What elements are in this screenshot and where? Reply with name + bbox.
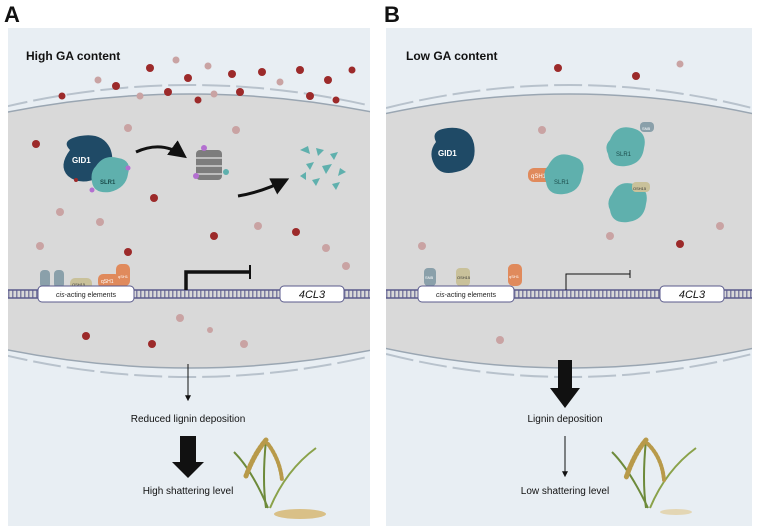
slr1-fragments xyxy=(300,146,346,190)
degradation-arrow-1 xyxy=(135,140,187,159)
outcome-lignin: Lignin deposition xyxy=(527,414,602,425)
cell-body xyxy=(386,93,752,369)
osh15-label: OSH15 xyxy=(633,186,647,191)
strong-transcription-arrow xyxy=(184,270,250,290)
thick-arrow-to-lignin xyxy=(550,360,580,408)
cell-wall-bottom xyxy=(8,354,370,378)
tf-label-osh15: OSH15 xyxy=(72,282,86,287)
rice-plant-icon xyxy=(233,437,326,519)
cell-wall-top xyxy=(8,84,370,108)
promoter-label: cis-acting elements xyxy=(436,292,496,299)
snb-protein xyxy=(640,122,654,132)
slr1-protein-b xyxy=(606,127,645,167)
cell-body xyxy=(8,93,370,369)
ga-molecules-inside xyxy=(418,126,724,344)
promoter-box: cis-acting elements xyxy=(417,285,515,303)
promoter-label: cis-acting elements xyxy=(56,292,116,299)
slr1-label: SLR1 xyxy=(100,180,116,186)
cell-wall-top xyxy=(386,84,752,109)
transcription-factors: SNB OSH15 qSH1 xyxy=(424,264,522,286)
snb-label: SNB xyxy=(642,126,651,131)
proteasome xyxy=(193,145,229,180)
thick-arrow-to-shattering xyxy=(172,436,204,478)
outcome-shattering: High shattering level xyxy=(143,486,234,497)
panel-b: Low GA content GID1 qSH1 SLR1 SLR1 SNB O… xyxy=(386,28,752,526)
ga-molecules-inside xyxy=(32,124,350,348)
tf-label-qsh1: qSH1 xyxy=(509,274,520,279)
slr1-protein-c xyxy=(608,183,647,223)
condition-label: High GA content xyxy=(26,49,120,63)
slr1-protein-a xyxy=(544,154,584,195)
slr1-protein xyxy=(91,157,129,193)
promoter-box: cis-acting elements xyxy=(37,285,135,303)
rice-plant-icon xyxy=(611,437,697,515)
tf-label-snb: SNB xyxy=(425,275,434,280)
slr1-label-a: SLR1 xyxy=(554,180,570,186)
slr1-label-b: SLR1 xyxy=(616,152,632,158)
ga-molecules-outside xyxy=(554,60,684,80)
ga-molecules-outside xyxy=(58,56,356,104)
weak-transcription-arrow xyxy=(565,273,630,290)
gid1-label: GID1 xyxy=(438,149,457,158)
panel-letter-b: B xyxy=(384,2,400,27)
qsh1-label: qSH1 xyxy=(531,174,547,180)
osh15-protein xyxy=(632,182,650,192)
gid1-label: GID1 xyxy=(72,156,91,165)
tf-label-qsh1-a: qSH1 xyxy=(101,279,114,285)
gid1-slr1-complex: GID1 SLR1 xyxy=(63,135,131,193)
outcome-lignin: Reduced lignin deposition xyxy=(131,414,246,425)
gene-box xyxy=(659,285,725,303)
panel-a: High GA content xyxy=(8,28,370,526)
outcome-shattering: Low shattering level xyxy=(521,486,609,497)
gid1-protein xyxy=(431,127,475,173)
condition-label: Low GA content xyxy=(406,49,498,63)
tf-label-osh15: OSH15 xyxy=(457,275,471,280)
gene-label: 4CL3 xyxy=(299,289,326,301)
gene-box xyxy=(279,285,345,303)
tf-label-qsh1-b: qSH1 xyxy=(118,274,129,279)
degradation-arrow-2 xyxy=(237,178,290,198)
gene-label: 4CL3 xyxy=(679,289,706,301)
panel-letter-a: A xyxy=(4,2,20,27)
